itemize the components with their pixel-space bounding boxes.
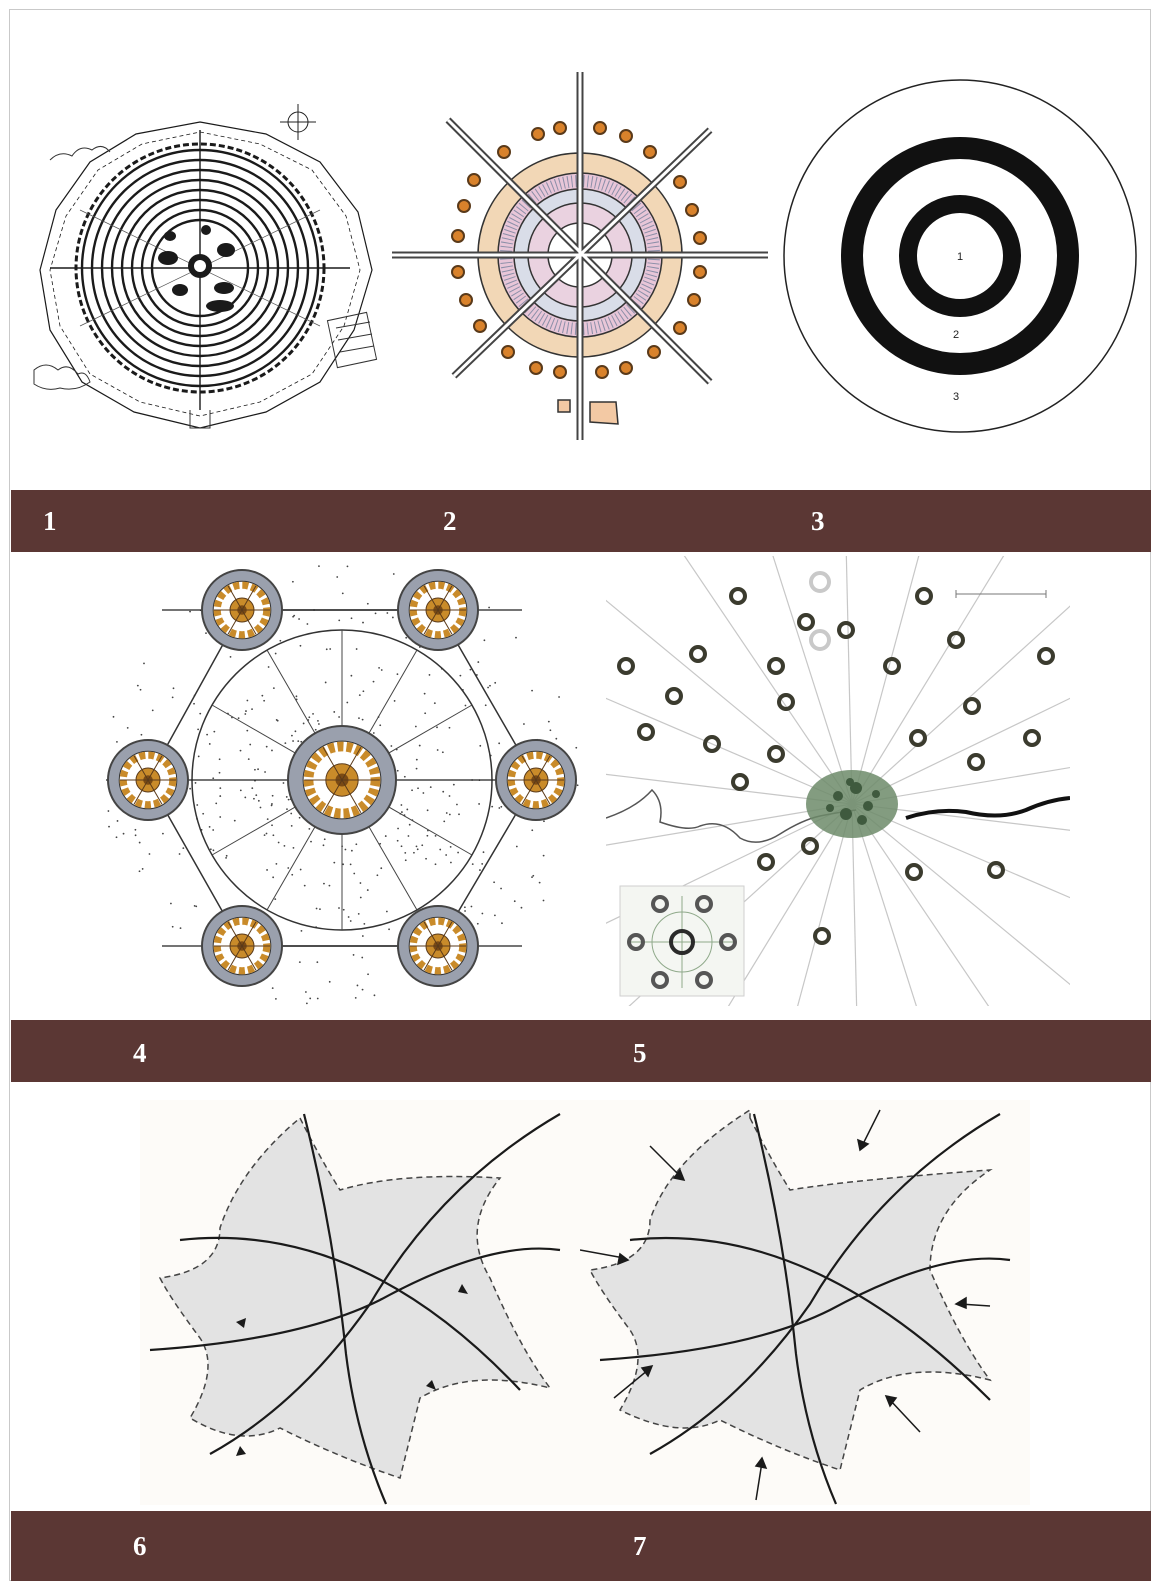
panel-5-drawing xyxy=(606,556,1070,1006)
panel-2-radial-plan xyxy=(388,60,778,460)
panel-number-7: 7 xyxy=(633,1533,647,1560)
panel-number-4: 4 xyxy=(133,1040,147,1067)
label-band-1: 1 2 3 xyxy=(11,490,1151,552)
zone-label-2: 2 xyxy=(953,329,959,341)
panel-4-drawing xyxy=(96,558,586,1008)
panel-6-drawing xyxy=(140,1100,580,1505)
panel-number-3: 3 xyxy=(811,508,825,535)
panel-3-concentric-zones: 1 2 3 xyxy=(780,70,1150,450)
panel-7-drawing xyxy=(580,1100,1030,1505)
zone-label-3: 3 xyxy=(953,391,959,403)
panel-number-5: 5 xyxy=(633,1040,647,1067)
panel-6-star-city xyxy=(140,1100,580,1505)
zone-label-1: 1 xyxy=(957,251,963,263)
label-band-2: 4 5 xyxy=(11,1020,1151,1082)
panel-4-satellite-plan xyxy=(96,558,586,1008)
panel-2-drawing xyxy=(388,60,778,460)
panel-number-1: 1 xyxy=(43,508,57,535)
panel-1-drawing xyxy=(20,90,390,450)
label-band-3: 6 7 xyxy=(11,1511,1151,1581)
panel-7-star-city-arrows xyxy=(580,1100,1030,1505)
panel-5-regional-map xyxy=(606,556,1070,1006)
panel-3-drawing: 1 2 3 xyxy=(780,70,1150,450)
panel-1-city-plan xyxy=(20,90,390,450)
panel-number-6: 6 xyxy=(133,1533,147,1560)
panel-number-2: 2 xyxy=(443,508,457,535)
